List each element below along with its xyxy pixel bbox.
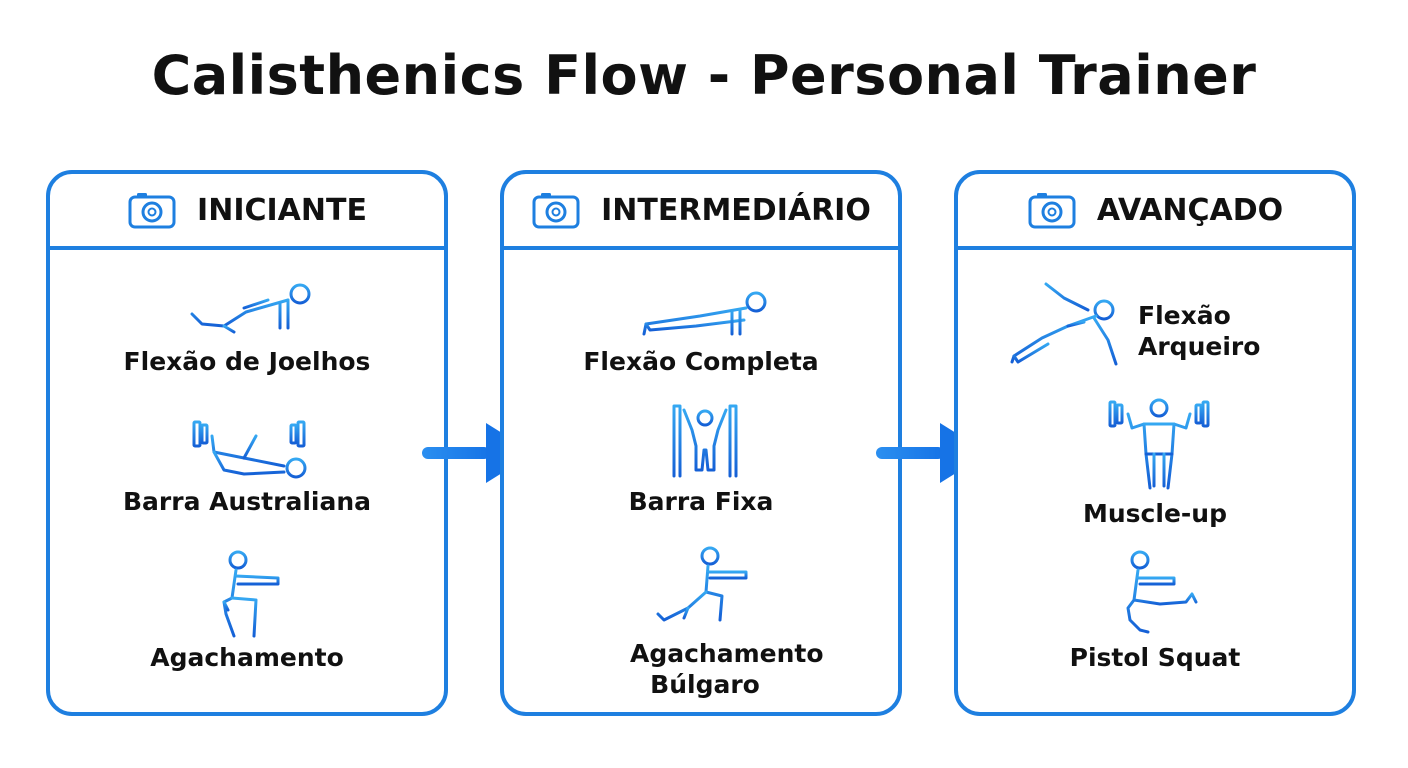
level-label: AVANÇADO	[1096, 192, 1284, 228]
page-title: Calisthenics Flow - Personal Trainer	[151, 44, 1257, 107]
squat-icon	[222, 550, 280, 638]
exercise-name: Barra Fixa	[628, 487, 774, 516]
exercise-name: Pistol Squat	[1069, 643, 1241, 672]
archer-pushup-icon	[1010, 282, 1118, 366]
panel-header: AVANÇADO	[958, 174, 1352, 250]
camera-icon	[128, 193, 176, 229]
level-panel-avancado: AVANÇADO Flexão Arqueiro Muscle-up	[954, 170, 1356, 716]
exercise-name: Muscle-up	[1083, 499, 1227, 528]
pistol-squat-icon	[1126, 550, 1198, 634]
panel-header: INTERMEDIÁRIO	[504, 174, 898, 250]
level-label: INTERMEDIÁRIO	[601, 192, 871, 228]
exercise-name: Flexão Arqueiro	[1138, 301, 1261, 361]
panel-header: INICIANTE	[50, 174, 444, 250]
muscle-up-icon	[1106, 398, 1212, 490]
camera-icon	[532, 193, 580, 229]
level-panel-intermediario: INTERMEDIÁRIO Flexão Completa Barra Fixa	[500, 170, 902, 716]
exercise-name: Agachamento Búlgaro	[630, 639, 824, 699]
level-panel-iniciante: INICIANTE Flexão de Joelhos Barra Austra…	[46, 170, 448, 716]
exercise-name: Agachamento	[150, 643, 344, 672]
exercise-name: Flexão de Joelhos	[123, 347, 371, 376]
australian-row-icon	[186, 420, 312, 479]
camera-icon	[1028, 193, 1076, 229]
bulgarian-squat-icon	[656, 546, 748, 622]
full-pushup-icon	[642, 291, 767, 336]
exercise-name: Flexão Completa	[583, 347, 819, 376]
level-label: INICIANTE	[197, 192, 367, 228]
exercise-name: Barra Australiana	[122, 487, 371, 516]
knee-pushup-icon	[190, 283, 311, 334]
pullup-icon	[672, 404, 738, 478]
